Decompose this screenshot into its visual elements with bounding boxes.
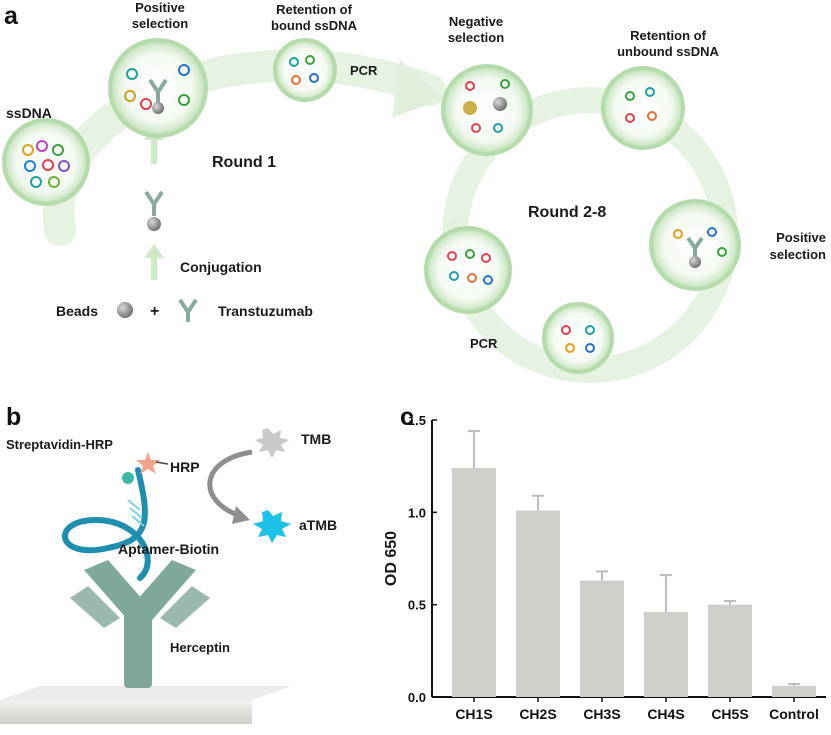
panel-a: a [2, 0, 826, 383]
x-tick-label: CH3S [583, 706, 620, 722]
x-tick-label: CH2S [519, 706, 556, 722]
antibody-icon [178, 298, 198, 322]
bead-antibody-conjugate [144, 190, 164, 231]
panel-b: b Streptavidin-HRP HRP TMB aTMB Aptamer-… [0, 403, 337, 724]
bar-ch2s [516, 510, 560, 697]
cell-retention-unbound [601, 66, 685, 150]
cell-negative-selection [441, 64, 533, 156]
bar-control [772, 685, 816, 697]
x-tick-label: CH1S [455, 706, 492, 722]
bar-ch5s [708, 604, 752, 697]
cell-pcr-bottom-right [542, 302, 614, 374]
arrow-shaft-1 [151, 136, 157, 164]
cell-retention-bound [273, 38, 337, 102]
y-tick-label: 0.0 [408, 690, 426, 705]
cell-positive-selection-2 [649, 199, 741, 291]
label-pcr-bottom: PCR [470, 336, 498, 351]
label-negative-selection-1: Negative [449, 14, 503, 29]
arrow-shaft-2 [151, 250, 157, 280]
y-tick-label: 1.5 [408, 413, 426, 428]
x-tick-label: Control [769, 706, 819, 722]
cell-pcr-bottom-left [424, 226, 512, 314]
label-positive-selection-2a: Positive [776, 230, 826, 245]
hrp-connector [155, 461, 169, 465]
label-pcr-top: PCR [350, 63, 378, 78]
atmb-burst-icon [253, 510, 291, 543]
label-atmb: aTMB [299, 517, 337, 533]
round1-arrowhead [392, 60, 445, 118]
label-retention-unbound-2: unbound ssDNA [617, 44, 719, 59]
label-negative-selection-2: selection [448, 30, 504, 45]
label-conjugation: Conjugation [180, 259, 262, 275]
label-positive-selection-2b: selection [770, 247, 826, 262]
label-retention-bound-1: Retention of [276, 2, 352, 17]
conversion-arrow [207, 449, 253, 519]
streptavidin-star-icon [136, 452, 160, 474]
panel-c-letter: c [400, 403, 414, 431]
conversion-arrowhead [232, 506, 250, 524]
bar-ch3s [580, 580, 624, 697]
aptamer-helix [127, 499, 145, 527]
label-aptamer-biotin: Aptamer-Biotin [118, 541, 219, 557]
label-ssdna: ssDNA [6, 105, 52, 121]
label-plus: + [150, 303, 159, 320]
panel-b-letter: b [6, 403, 21, 431]
label-retention-unbound-1: Retention of [630, 28, 706, 43]
label-retention-bound-2: bound ssDNA [271, 18, 358, 33]
label-round2-8: Round 2-8 [528, 204, 606, 221]
label-positive-selection-1: Positive [135, 0, 185, 15]
y-tick-label: 1.0 [408, 505, 426, 520]
x-tick-label: CH5S [711, 706, 748, 722]
x-tick-label: CH4S [647, 706, 684, 722]
cell-ssdna [2, 118, 90, 206]
surface-slab [0, 700, 252, 724]
herceptin-antibody [70, 560, 210, 688]
label-round1: Round 1 [212, 154, 276, 171]
label-tmb: TMB [301, 431, 331, 447]
bead-icon [117, 302, 133, 318]
arrow-up-2 [144, 244, 164, 258]
panel-a-letter: a [4, 2, 19, 30]
label-streptavidin-hrp: Streptavidin-HRP [6, 437, 113, 452]
label-transtuzumab: Transtuzumab [218, 303, 313, 319]
label-positive-selection-2: selection [132, 16, 188, 31]
label-hrp: HRP [170, 459, 200, 475]
bar-ch1s [452, 468, 496, 697]
tmb-burst-icon [255, 428, 289, 458]
cell-positive-selection [108, 38, 208, 138]
bar-ch4s [644, 612, 688, 697]
y-axis-label: OD 650 [383, 531, 400, 586]
biotin-icon [122, 472, 134, 484]
label-herceptin: Herceptin [170, 640, 230, 655]
label-beads: Beads [56, 303, 98, 319]
surface-top [0, 686, 292, 700]
y-tick-label: 0.5 [408, 598, 426, 613]
